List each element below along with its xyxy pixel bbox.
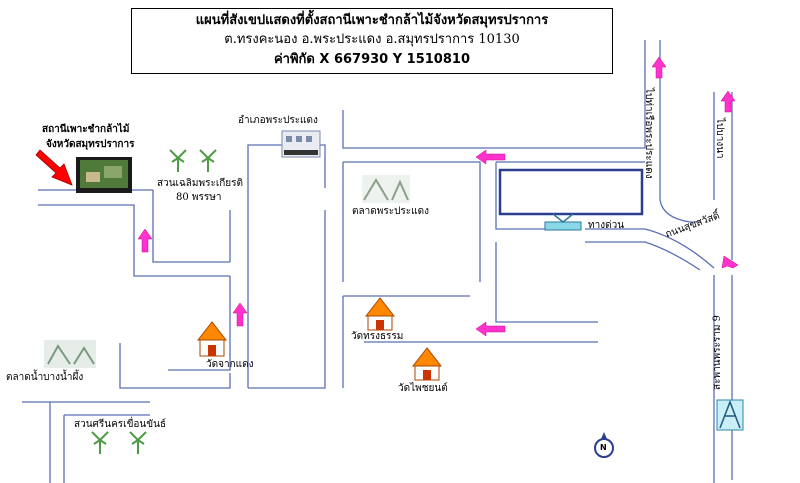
road-segment: [585, 241, 701, 271]
market-photo: [362, 175, 410, 203]
arrow-diagonal-icon: [721, 255, 739, 269]
bang-nam-phueng-label: ตลาดน้ำบางน้ำผึ้ง: [6, 372, 84, 383]
arrow-up-icon: [651, 56, 667, 79]
wat-phai-chon-label: วัดไพชยนต์: [398, 383, 448, 394]
road-segment: [119, 343, 231, 389]
to-bang-na-label: ไปบางนา: [714, 118, 725, 159]
building-icon: [281, 130, 321, 158]
title-address: ต.ทรงคะนอง อ.พระประแดง อ.สมุทรปราการ 101…: [224, 32, 520, 47]
road-segment: [495, 162, 545, 230]
pointer-arrow-icon: [35, 149, 73, 186]
tree-icon: [169, 149, 187, 172]
wat-chak-daeng-label: วัดจากแดง: [206, 359, 254, 370]
arrow-up-icon: [137, 228, 153, 253]
compass-icon: [594, 432, 614, 458]
road-segment: [343, 161, 481, 282]
market-label: ตลาดพระประแดง: [352, 206, 429, 217]
temple-icon: [411, 347, 443, 381]
expressway-label: ทางด่วน: [588, 220, 625, 231]
title-heading: แผนที่สังเขปแสดงที่ตั้งสถานีเพาะชำกล้าไม…: [195, 13, 549, 28]
arrow-up-icon: [720, 90, 736, 113]
bridge-icon: [716, 399, 744, 431]
road-segment: [152, 190, 230, 263]
temple-icon: [364, 297, 396, 331]
road-segment: [659, 40, 700, 223]
expressway-icon: [544, 213, 582, 231]
tree-icon: [91, 431, 109, 454]
tree-icon: [129, 431, 147, 454]
nursery-block-outline: [498, 168, 644, 216]
nursery-label-line2: จังหวัดสมุทรปราการ: [46, 139, 135, 150]
north-label: N: [600, 443, 607, 452]
road-segment: [342, 40, 646, 149]
road-segment: [495, 242, 598, 323]
garden-label-line1: สวนเฉลิมพระเกียรติ: [157, 178, 244, 189]
road-segment: [38, 204, 230, 277]
arrow-left-icon: [475, 321, 506, 337]
roads: [22, 40, 733, 483]
title-coordinates: ค่าพิกัด X 667930 Y 1510810: [273, 52, 470, 67]
direction-arrows: [137, 56, 739, 337]
road-segment: [248, 210, 326, 389]
arrow-up-icon: [232, 302, 248, 327]
road-segment: [585, 228, 715, 269]
temple-icon: [196, 321, 228, 357]
market-photo: [44, 340, 96, 368]
nursery-photo: [76, 157, 132, 193]
district-office-label: อำเภอพระประแดง: [238, 115, 318, 126]
title-box: แผนที่สังเขปแสดงที่ตั้งสถานีเพาะชำกล้าไม…: [131, 8, 613, 74]
wat-song-tham-label: วัดทรงธรรม: [351, 331, 404, 342]
nursery-label-line1: สถานีเพาะชำกล้าไม้: [42, 124, 130, 135]
to-ferry-label: ไปท่าเรือพระประแดง: [643, 88, 654, 179]
road-segment: [168, 276, 231, 371]
tree-icon: [199, 149, 217, 172]
arrow-left-icon: [475, 149, 506, 165]
sri-nakhon-park-label: สวนศรีนครเขื่อนขันธ์: [74, 419, 167, 430]
garden-label-line2: 80 พรรษา: [176, 192, 222, 203]
rama9-bridge-label: สะพานพระราม 9: [712, 315, 723, 390]
